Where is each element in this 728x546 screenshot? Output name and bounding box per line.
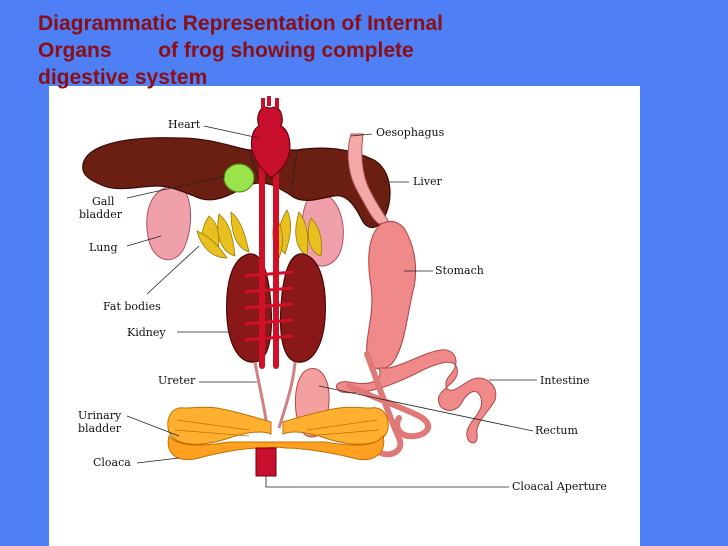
diagram-panel: Heart Oesophagus Liver Gall bladder Lung… [49, 86, 640, 546]
title-line-1: Diagrammatic Representation of Internal [38, 12, 443, 35]
title-line-2: Organs of frog showing complete [38, 39, 414, 62]
cloaca [167, 434, 385, 460]
right-kidney [279, 253, 326, 363]
fat-bodies [196, 209, 322, 259]
label-gall: Gall [92, 195, 115, 208]
ureters [253, 361, 297, 429]
intestine-loop [346, 351, 432, 458]
leader-lines [126, 125, 537, 488]
label-urinary: Urinary [78, 409, 122, 422]
label-liver: Liver [413, 175, 443, 188]
heart [250, 106, 291, 179]
title-line-3: digestive system [38, 66, 208, 89]
label-stomach: Stomach [435, 264, 484, 277]
label-urinary-bladder: bladder [78, 422, 122, 435]
stomach [366, 220, 417, 370]
blood-vessels [259, 163, 279, 369]
heart-vessels [261, 96, 279, 108]
frog-organs-diagram: Heart Oesophagus Liver Gall bladder Lung… [78, 96, 607, 493]
label-oesophagus: Oesophagus [376, 126, 445, 139]
cloacal-aperture [255, 447, 277, 477]
renal-vessels [244, 270, 294, 342]
label-ureter: Ureter [158, 374, 196, 387]
label-heart: Heart [168, 118, 201, 131]
label-intestine: Intestine [540, 374, 590, 387]
label-cloacal-aperture: Cloacal Aperture [512, 480, 607, 493]
bladder-ridges [174, 419, 380, 437]
label-fat-bodies: Fat bodies [103, 300, 161, 313]
label-kidney: Kidney [127, 326, 166, 339]
label-gall-bladder: bladder [79, 208, 123, 221]
left-lung [146, 185, 192, 261]
label-cloaca: Cloaca [93, 456, 131, 469]
slide-title: Diagrammatic Representation of Internal … [38, 10, 638, 91]
label-rectum: Rectum [535, 424, 578, 437]
gall-bladder [223, 163, 255, 193]
label-lung: Lung [89, 241, 118, 254]
